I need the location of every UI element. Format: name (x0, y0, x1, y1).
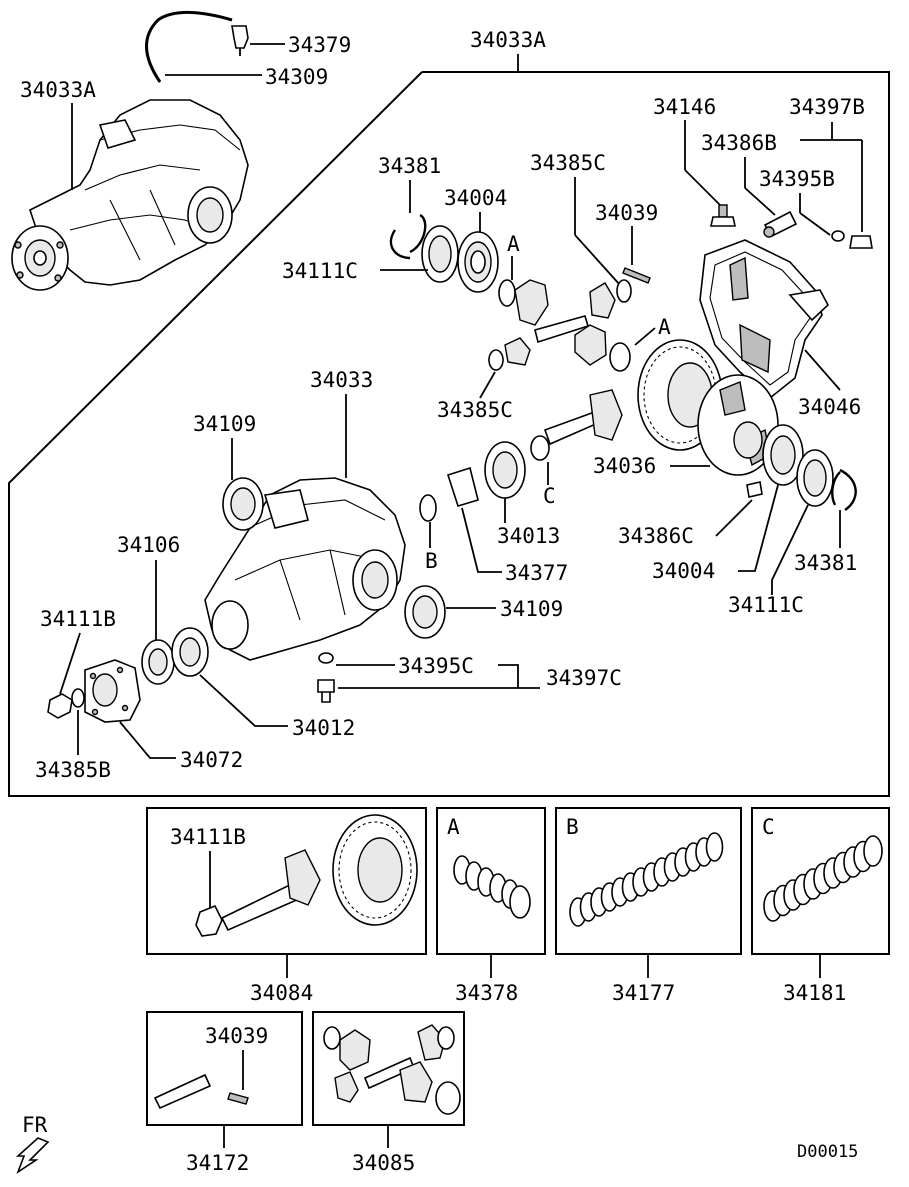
label-bolt-c: 34386C (618, 524, 694, 548)
label-front-bearing: 34106 (117, 533, 180, 557)
diagram-code: D00015 (797, 1142, 858, 1162)
label-assy-top-left: 34033A (20, 78, 96, 102)
plug-c-part (317, 679, 335, 703)
direction-label: FR (22, 1113, 48, 1137)
drive-pinion (543, 389, 623, 446)
label-side-gear-top: 34385C (530, 151, 606, 175)
label-diff-case: 34036 (593, 454, 656, 478)
kit-a-number: 34378 (455, 981, 518, 1005)
bolt-c-part (746, 481, 763, 498)
label-mark-b: B (425, 549, 438, 573)
pinion-collar (530, 435, 550, 461)
filler-plug-part (763, 210, 798, 238)
kit-gear-set-number: 34084 (250, 981, 313, 1005)
label-mark-a1: A (507, 232, 520, 256)
pin-kit-drawing (153, 1050, 249, 1110)
label-pinion-bearing: 34013 (497, 524, 560, 548)
assembly-outline (8, 71, 890, 797)
thrust-washer-part (488, 349, 504, 371)
kit-b-letter: B (566, 815, 579, 839)
label-thrust-washer: 34385C (437, 398, 513, 422)
label-mark-a2: A (658, 315, 671, 339)
pinion-gear-left (504, 337, 531, 366)
kit-c-number: 34181 (783, 981, 846, 1005)
washer-b-part (71, 688, 85, 708)
pinion-bearing-part (484, 441, 526, 499)
race-right-part (796, 449, 834, 507)
vent-plug-part (710, 204, 736, 227)
label-oil-seal-right: 34109 (500, 597, 563, 621)
label-snap-ring-top: 34381 (378, 154, 441, 178)
kit-gear-set-part: 34111B (170, 825, 246, 849)
label-nut-b: 34111B (40, 607, 116, 631)
label-bearing-race-top: 34111C (282, 259, 358, 283)
label-plug-set-c: 34397C (546, 666, 622, 690)
label-filler-plug-b: 34386B (701, 131, 777, 155)
label-oil-seal-left: 34109 (193, 412, 256, 436)
label-gasket-c: 34395C (398, 654, 474, 678)
differential-cover (699, 239, 829, 400)
front-bearing-part (141, 639, 175, 685)
plug-b-part (849, 235, 873, 249)
pinion-gear-top (589, 282, 616, 319)
kit-c-shims (763, 835, 883, 922)
kit-c-letter: C (762, 815, 775, 839)
gear-kit-drawing (323, 1024, 461, 1115)
label-bearing-top: 34004 (444, 186, 507, 210)
kit-pin-number: 34172 (186, 1151, 249, 1175)
shim-ring (705, 832, 724, 862)
label-race-right: 34111C (728, 593, 804, 617)
label-bearing-right: 34004 (652, 559, 715, 583)
plug-gasket-b-part (831, 230, 845, 242)
snap-ring-right-part (831, 468, 857, 511)
label-vent-plug: 34146 (653, 95, 716, 119)
label-snap-ring-right: 34381 (794, 551, 857, 575)
label-diff-cover: 34046 (798, 395, 861, 419)
kit-b-number: 34177 (612, 981, 675, 1005)
kit-gear-number: 34085 (352, 1151, 415, 1175)
label-pinion-pin-lock: 34039 (595, 201, 658, 225)
side-gear-left (514, 279, 549, 326)
kit-a-letter: A (447, 815, 460, 839)
label-carrier: 34033 (310, 368, 373, 392)
label-spacer: 34377 (505, 561, 568, 585)
label-breather-hose: 34309 (265, 65, 328, 89)
spacer-part (446, 466, 479, 507)
label-plug-set-b: 34397B (789, 95, 865, 119)
bearing-race-top-part (421, 225, 459, 283)
label-plug-gasket-b: 34395B (759, 167, 835, 191)
companion-flange-part (84, 659, 141, 723)
pinion-gear-bottom (574, 324, 607, 366)
kit-pin-part: 34039 (205, 1024, 268, 1048)
front-arrow-icon (15, 1137, 50, 1175)
shim-ring (863, 835, 883, 867)
front-race-part (171, 627, 209, 677)
kit-b-shims (569, 832, 724, 927)
gear-set-drawing (195, 814, 418, 937)
shim-b-part (419, 494, 437, 522)
label-assy-top: 34033A (470, 28, 546, 52)
kit-a-shims (453, 855, 531, 919)
thrust-washer-a2 (609, 342, 631, 372)
label-front-race: 34012 (292, 716, 355, 740)
thrust-washer-a1 (498, 279, 516, 307)
oil-seal-right-part (404, 585, 446, 639)
nut-b-part (47, 693, 73, 719)
oil-seal-left-part (222, 477, 264, 531)
label-mark-c: C (543, 484, 556, 508)
carrier-assembly-complete (11, 99, 249, 291)
breather-hose (144, 10, 249, 83)
side-gear-washer-top (616, 279, 632, 303)
bearing-top-part (457, 231, 499, 293)
snap-ring-top-part (389, 213, 427, 260)
label-washer-b: 34385B (35, 758, 111, 782)
label-companion-flange: 34072 (180, 748, 243, 772)
label-breather-plug: 34379 (288, 33, 351, 57)
lock-pin-top (622, 267, 651, 284)
gasket-c-part (318, 652, 334, 664)
bearing-right-part (762, 424, 804, 486)
